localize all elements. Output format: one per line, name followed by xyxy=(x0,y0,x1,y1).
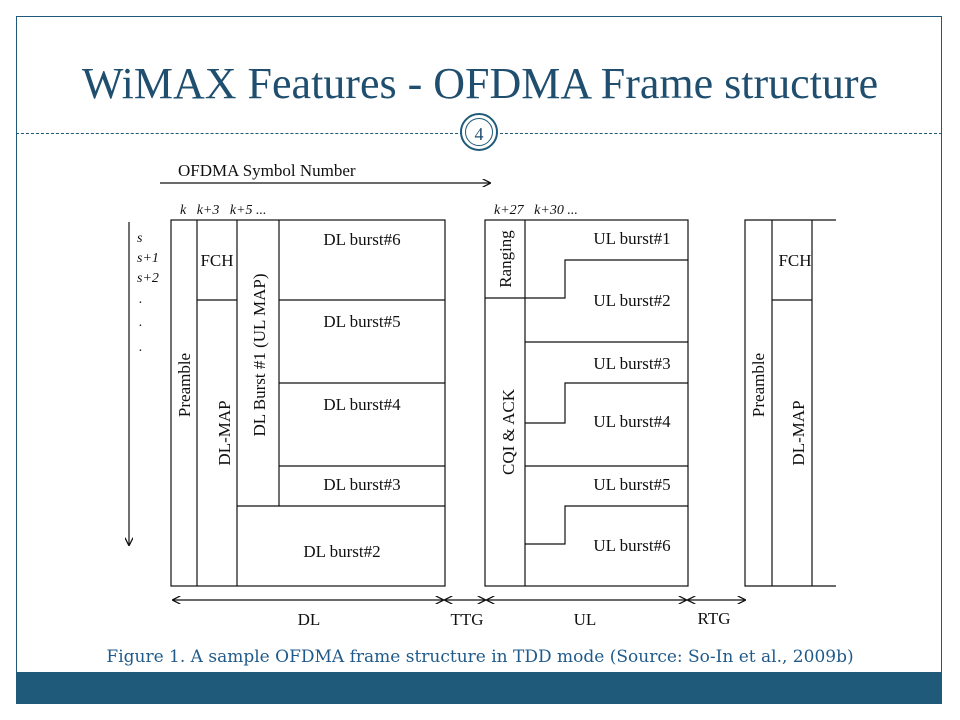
ul-burst-label: UL burst#6 xyxy=(593,536,670,555)
ul-burst5-edge xyxy=(525,505,688,545)
dl-preamble-label: Preamble xyxy=(175,353,194,417)
rtg-span-label: RTG xyxy=(698,609,731,628)
page-number-badge: 4 xyxy=(460,113,498,151)
symbol-ticks-ul: k+27 k+30 ... xyxy=(494,203,578,218)
next-fch-label: FCH xyxy=(778,251,811,270)
subchannel-tick: . xyxy=(139,340,143,355)
ranging-label: Ranging xyxy=(496,230,515,288)
page-number-ring xyxy=(465,118,493,146)
dl-span-label: DL xyxy=(298,610,321,629)
figure-caption: Figure 1. A sample OFDMA frame structure… xyxy=(106,647,854,667)
dl-map-label: DL-MAP xyxy=(215,400,234,465)
dl-fch-label: FCH xyxy=(200,251,233,270)
symbol-ticks-dl: k k+3 k+5 ... xyxy=(180,203,267,218)
ul-burst-label: UL burst#2 xyxy=(593,291,670,310)
dl-burst-label: DL burst#4 xyxy=(323,395,401,414)
dl-burst-label: DL burst#6 xyxy=(323,230,400,249)
cqi-ack-label: CQI & ACK xyxy=(499,388,518,475)
ul-burst-label: UL burst#3 xyxy=(593,354,670,373)
ul-map-burst-label: DL Burst #1 (UL MAP) xyxy=(250,273,269,436)
ul-burst-label: UL burst#5 xyxy=(593,475,670,494)
slide-title: WiMAX Features - OFDMA Frame structure xyxy=(81,59,879,108)
subchannel-ticks: s s+1 s+2 . . . xyxy=(137,231,159,355)
ul-frame-box xyxy=(484,219,689,587)
next-dl-map-label: DL-MAP xyxy=(789,400,808,465)
next-preamble-label: Preamble xyxy=(749,353,768,417)
dl-burst-label: DL burst#5 xyxy=(323,312,400,331)
ul-span-label: UL xyxy=(574,610,597,629)
dl-burst-label: DL burst#2 xyxy=(303,542,380,561)
ttg-span-label: TTG xyxy=(450,610,483,629)
symbol-axis-label: OFDMA Symbol Number xyxy=(178,161,356,180)
footer-bar xyxy=(16,672,942,704)
next-frame-box xyxy=(744,219,836,587)
ul-burst-label: UL burst#1 xyxy=(593,229,670,248)
subchannel-tick: s xyxy=(137,231,143,246)
ul-burst1-edge xyxy=(525,259,688,299)
ul-burst-label: UL burst#4 xyxy=(593,412,671,431)
subchannel-tick: . xyxy=(139,292,143,307)
dl-burst-label: DL burst#3 xyxy=(323,475,400,494)
dl-frame-box xyxy=(170,219,446,587)
subchannel-tick: s+2 xyxy=(137,271,159,286)
ul-burst3-edge xyxy=(525,382,688,424)
subchannel-tick: . xyxy=(139,315,143,330)
subchannel-tick: s+1 xyxy=(137,251,159,266)
